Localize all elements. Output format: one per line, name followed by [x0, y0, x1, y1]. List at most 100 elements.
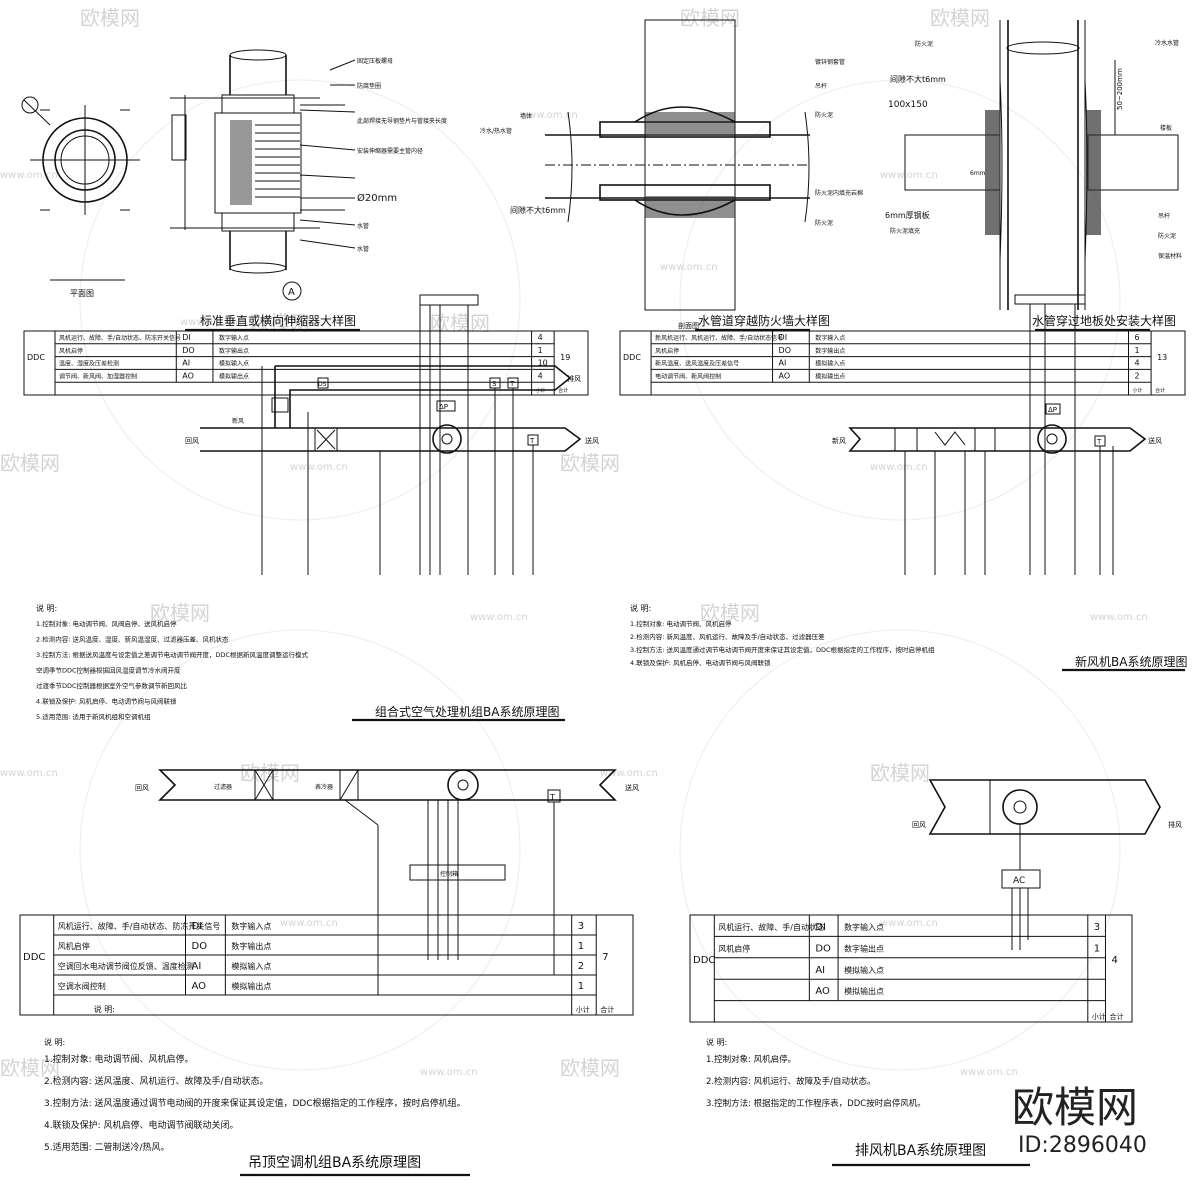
- ceiling_ahu-row-type: DO: [192, 941, 208, 952]
- exhaust-row-name: 数字输入点: [844, 922, 884, 932]
- ceiling_ahu-total: 7: [602, 952, 608, 963]
- exhaust-row-type: AI: [815, 965, 825, 976]
- ceiling_ahu-row-desc: 空调回水电动调节阀位反馈、温度检测: [58, 961, 194, 971]
- ceiling_ahu-row-desc: 风机运行、故障、手/自动状态、防冻开关信号: [58, 921, 221, 931]
- detail1-title: 标准垂直或横向伸缩器大样图: [200, 313, 356, 328]
- fresh_air-row-type: AO: [779, 371, 791, 380]
- ceiling_ahu-row-name: 数字输出点: [231, 941, 271, 951]
- brand-logo: 欧模网: [1012, 1083, 1138, 1132]
- fau-fresh: 新风: [832, 436, 846, 445]
- ceiling_ahu-note: 3.控制方法: 送风温度通过调节电动阀的开度来保证其设定值，DDC根据指定的工作…: [44, 1097, 466, 1109]
- ahu-row-desc: 温度、湿度及压差检测: [59, 360, 119, 368]
- ahu-sensor-t2: T: [529, 437, 535, 445]
- exh-return: 回风: [912, 821, 926, 829]
- fresh_air-row-count: 1: [1135, 346, 1140, 355]
- watermark-url: www.om.cn: [880, 170, 938, 181]
- ceiling_ahu-row-count: 2: [578, 961, 584, 972]
- ahu-row-name: 模拟输出点: [219, 372, 249, 380]
- watermark-text: 欧模网: [560, 451, 620, 475]
- floor-penetration-detail: 50~200mm 防火泥 间隙不大t6mm 100x150 6mm 6mm厚钢板…: [885, 20, 1182, 332]
- fresh_air-row-desc: 风机启停: [655, 347, 679, 355]
- ceiling-ahu-notes: 1.控制对象: 电动调节阀、风机启停。2.检测内容: 送风温度、风机运行、故障及…: [44, 1053, 466, 1153]
- ahu-subtotal: 小计: [536, 387, 546, 394]
- ahu-row-count: 1: [538, 346, 543, 355]
- fw-label-5: 防火泥: [815, 111, 833, 119]
- exh-exhaust: 排风: [1168, 820, 1182, 829]
- exhaust-note: 2.检测内容: 风机运行、故障及手/自动状态。: [706, 1076, 876, 1087]
- watermark-text: 欧模网: [680, 6, 740, 30]
- ahu-row-name: 模拟输入点: [219, 360, 249, 368]
- exhaust-row-type: DO: [815, 943, 831, 954]
- ceiling_ahu-row-type: AI: [192, 961, 202, 972]
- fresh_air-sum: 合计: [1155, 387, 1165, 394]
- ahu-row-desc: 风机启停: [59, 347, 83, 355]
- watermark-url: www.om.cn: [290, 462, 348, 473]
- watermark-text: 欧模网: [930, 6, 990, 30]
- cahu-filter: 过滤器: [214, 783, 232, 791]
- watermark-text: 欧模网: [240, 761, 300, 785]
- fl-label-8: 楼板: [1160, 124, 1172, 132]
- watermark-layer: 欧模网欧模网欧模网欧模网欧模网欧模网欧模网欧模网欧模网欧模网欧模网欧模网欧模网w…: [0, 6, 1148, 1080]
- ahu-row-count: 4: [538, 371, 543, 380]
- fl-label-5: 6mm厚钢板: [885, 210, 930, 220]
- ahu-row-count: 4: [538, 333, 543, 342]
- ceiling_ahu-row-desc: 风机启停: [58, 941, 90, 951]
- ceiling_ahu-sum: 合计: [600, 1005, 614, 1014]
- exhaust-row-name: 模拟输出点: [844, 986, 884, 996]
- ahu-row-name: 数字输出点: [219, 347, 249, 355]
- fresh_air-group: DDC: [623, 353, 641, 362]
- fresh_air-row-type: DI: [779, 333, 788, 342]
- watermark-url: www.om.cn: [660, 262, 718, 273]
- fresh_air-note: 2.检测内容: 新风温度、风机运行、故障及手/自动状态、过滤器压差: [630, 632, 825, 641]
- fresh_air-row-name: 模拟输出点: [815, 372, 845, 380]
- ceiling_ahu-row-name: 数字输入点: [231, 921, 271, 931]
- ahu-note: 3.控制方法: 根据送风温度与设定值之差调节电动调节阀开度，DDC根据新风温度调…: [36, 650, 309, 659]
- ahu-sensor-ds: DS: [318, 381, 327, 388]
- ceiling_ahu-group: DDC: [23, 952, 45, 963]
- exhaust-row-desc: 风机运行、故障、手/自动状态: [718, 922, 825, 932]
- fw-label-2: 冷水/热水管: [480, 127, 512, 135]
- ahu-row-type: DO: [182, 346, 194, 355]
- exhaust-sum: 合计: [1109, 1012, 1123, 1021]
- fresh_air-row-type: AI: [779, 359, 787, 368]
- ahu-total: 19: [560, 353, 570, 362]
- fau-sensor-t: T: [1096, 438, 1102, 446]
- ceiling_ahu-note: 5.适用范围: 二管制送冷/热风。: [44, 1141, 170, 1153]
- fresh_air-row-name: 数字输出点: [815, 347, 845, 355]
- ahu-sensor-s: S: [492, 380, 497, 388]
- ceiling-ahu-schematic: T 回风 送风 过滤器 表冷器 控制箱 DDC风机运行、故障、手/自动状态、防冻…: [19, 769, 639, 1177]
- exhaust-total: 4: [1111, 955, 1117, 966]
- ceiling_ahu-row-type: AO: [192, 981, 207, 992]
- ceiling_ahu-row-name: 模拟输入点: [231, 961, 271, 971]
- fresh_air-row-count: 4: [1135, 359, 1140, 368]
- exhaust-row-count: 1: [1094, 943, 1100, 954]
- ceiling_ahu-note: 1.控制对象: 电动调节阀、风机启停。: [44, 1053, 193, 1065]
- ahu-note: 1.控制对象: 电动调节阀、风阀启停、送风机启停: [36, 619, 177, 628]
- fresh_air-row-desc: 电动调节阀、新风阀控制: [655, 372, 721, 380]
- note-5: 水管: [357, 222, 369, 230]
- fl-label-1: 防火泥: [915, 40, 933, 48]
- cahu-supply: 送风: [625, 783, 639, 792]
- exh-controller: AC: [1013, 876, 1025, 886]
- ahu-fresh: 新风: [232, 417, 244, 425]
- ceiling_ahu-row-name: 模拟输出点: [231, 981, 271, 991]
- fau-sensor-dp: ΔP: [1048, 406, 1057, 414]
- fresh_air-row-name: 数字输入点: [815, 334, 845, 342]
- fresh_air-note: 3.控制方法: 送风温度通过调节电动调节阀开度来保证其设定值，DDC根据指定的工…: [630, 645, 935, 654]
- floor-dim: 50~200mm: [1116, 68, 1124, 110]
- section-mark: A: [288, 287, 295, 298]
- exhaust-group: DDC: [693, 955, 715, 966]
- watermark-url: www.om.cn: [180, 317, 238, 328]
- note-2: 防腐垫圈: [357, 82, 381, 90]
- fresh_air-row-desc: 新风机运行、风机运行、故障、手/自动状态信号: [655, 334, 783, 342]
- exhaust-row-desc: 风机启停: [718, 943, 750, 953]
- fl-label-7: 冷水水管: [1155, 39, 1179, 47]
- exhaust-note: 3.控制方法: 根据指定的工作程序表，DDC按时启停风机。: [706, 1098, 926, 1109]
- exhaust-note: 1.控制对象: 风机启停。: [706, 1054, 796, 1065]
- ahu-group: DDC: [27, 353, 45, 362]
- exhaust-row-type: AO: [815, 986, 830, 997]
- fw-label-1: 墙体: [520, 112, 532, 120]
